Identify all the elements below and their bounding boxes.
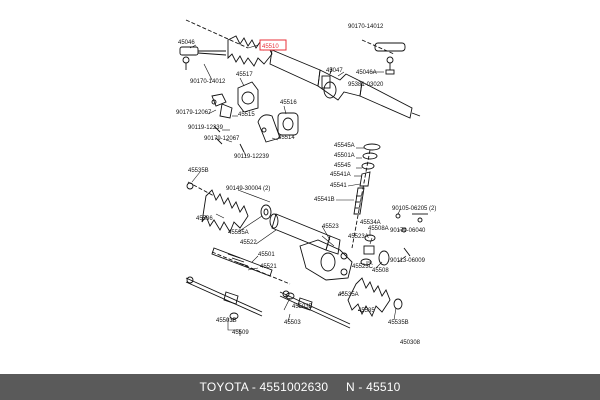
label-45508[interactable]: 45508: [372, 268, 389, 274]
label-45535[interactable]: 45535: [358, 308, 375, 314]
mount-bolts: [213, 125, 245, 153]
boot-lower-left: [186, 181, 249, 234]
label-45541A[interactable]: 45541A: [330, 172, 351, 178]
label-45545[interactable]: 45545: [334, 163, 351, 169]
label-90179-12067-a[interactable]: 90179-12067: [176, 110, 212, 116]
label-45541[interactable]: 45541: [330, 183, 347, 189]
rack-bar: [211, 247, 291, 285]
label-450308: 450308: [400, 340, 421, 346]
label-90105-06205[interactable]: 90105-06205 (2): [392, 206, 436, 212]
boot-clamp-upper: [260, 204, 272, 220]
label-45514[interactable]: 45514: [278, 135, 295, 141]
footer-bar: TOYOTA - 4551002630 N - 45510: [0, 374, 600, 400]
label-45509[interactable]: 45509: [232, 330, 249, 336]
label-90113-06009[interactable]: 90113-06009: [390, 258, 426, 264]
label-90119-12239-b[interactable]: 90119-12239: [234, 154, 270, 160]
label-45501A[interactable]: 45501A: [334, 153, 355, 159]
label-45046[interactable]: 45046: [178, 40, 195, 46]
label-45046A[interactable]: 45046A: [356, 70, 377, 76]
label-45510[interactable]: 45510: [262, 44, 279, 50]
label-45535A-b[interactable]: 45535A: [338, 292, 359, 298]
label-90170-14012-a[interactable]: 90170-14012: [348, 24, 384, 30]
label-45535A-a[interactable]: 45535A: [228, 230, 249, 236]
label-90149-30004[interactable]: 90149-30004 (2): [226, 186, 270, 192]
cover-bolts: [412, 213, 428, 223]
boot-lower-right: [347, 277, 403, 318]
label-90179-12067-b[interactable]: 90179-12067: [204, 136, 240, 142]
mount-bracket-left: [211, 81, 259, 119]
label-90179-06040[interactable]: 90179-06040: [390, 228, 426, 234]
label-45503B[interactable]: 45503B: [292, 304, 313, 310]
label-95381-03020[interactable]: 95381-03020: [348, 82, 384, 88]
inner-tie-rod-right: [279, 290, 351, 329]
label-45522[interactable]: 45522: [240, 240, 257, 246]
label-90170-14012-b[interactable]: 90170-14012: [190, 79, 226, 85]
label-45521[interactable]: 45521: [260, 264, 277, 270]
label-45536[interactable]: 45536: [196, 216, 213, 222]
label-45515[interactable]: 45515: [238, 112, 255, 118]
label-45535B-a[interactable]: 45535B: [188, 168, 209, 174]
centerline-left: [185, 19, 249, 49]
label-90119-12239-a[interactable]: 90119-12239: [188, 125, 224, 131]
label-45508A[interactable]: 45508A: [368, 226, 389, 232]
label-45503[interactable]: 45503: [284, 320, 301, 326]
label-45541B[interactable]: 45541B: [314, 197, 335, 203]
leader-lines: [189, 44, 407, 336]
label-45501[interactable]: 45501: [258, 252, 275, 258]
label-45503B-b[interactable]: 45503B: [216, 318, 237, 324]
label-45523[interactable]: 45523: [322, 224, 339, 230]
diagram-svg: 90170-14012 45046 45510 90170-14012 4551…: [176, 19, 436, 346]
label-45517[interactable]: 45517: [236, 72, 253, 78]
rack-tube-lower: [269, 213, 341, 255]
pinion-stack: [351, 143, 381, 249]
label-45523A[interactable]: 45523A: [348, 234, 369, 240]
part-labels: 90170-14012 45046 45510 90170-14012 4551…: [176, 24, 436, 346]
highlight-box: [259, 39, 287, 51]
inner-tie-rod-left: [185, 276, 263, 317]
label-45523C[interactable]: 45523C: [352, 264, 374, 270]
label-45534A[interactable]: 45534A: [360, 220, 381, 226]
tie-rod-end-right: [361, 39, 406, 75]
label-45047[interactable]: 45047: [326, 68, 343, 74]
tie-rod-end-left: [179, 46, 227, 70]
lock-washers: [229, 292, 295, 320]
guide-parts-right: [360, 213, 411, 266]
footer-text: TOYOTA - 4551002630 N - 45510: [199, 380, 401, 394]
mount-grommet-right: [257, 112, 299, 143]
label-45535B-b[interactable]: 45535B: [388, 320, 409, 326]
label-45545A[interactable]: 45545A: [334, 143, 355, 149]
rack-boot-left: [227, 35, 273, 67]
label-45516[interactable]: 45516: [280, 100, 297, 106]
rack-housing: [269, 49, 421, 119]
gear-housing: [299, 239, 353, 281]
pinion-input: [321, 67, 333, 89]
